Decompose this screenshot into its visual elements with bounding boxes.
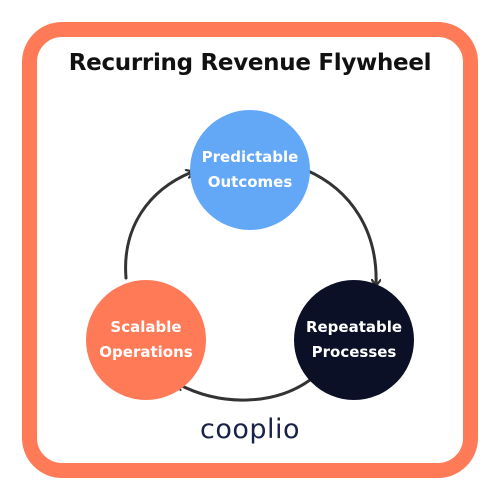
brand-logo: cooplio: [199, 414, 301, 445]
diagram-title: Recurring Revenue Flywheel: [68, 50, 432, 76]
node-scalable-operations: Scalable Operations: [86, 280, 206, 400]
diagram-frame: [22, 22, 478, 478]
node-repeatable-processes: Repeatable Processes: [294, 280, 414, 400]
arrow-right-to-left: [178, 378, 312, 402]
node-label-line1: Predictable: [201, 148, 299, 166]
node-predictable-outcomes: Predictable Outcomes: [190, 110, 310, 230]
node-label-line1: Scalable: [110, 318, 182, 336]
arrow-top-to-right: [304, 168, 376, 285]
node-label-line2: Operations: [99, 343, 193, 361]
node-label-line2: Outcomes: [207, 173, 293, 191]
node-label-line1: Repeatable: [305, 318, 403, 336]
node-label-line2: Processes: [311, 343, 397, 361]
arrow-left-to-top: [124, 172, 192, 280]
